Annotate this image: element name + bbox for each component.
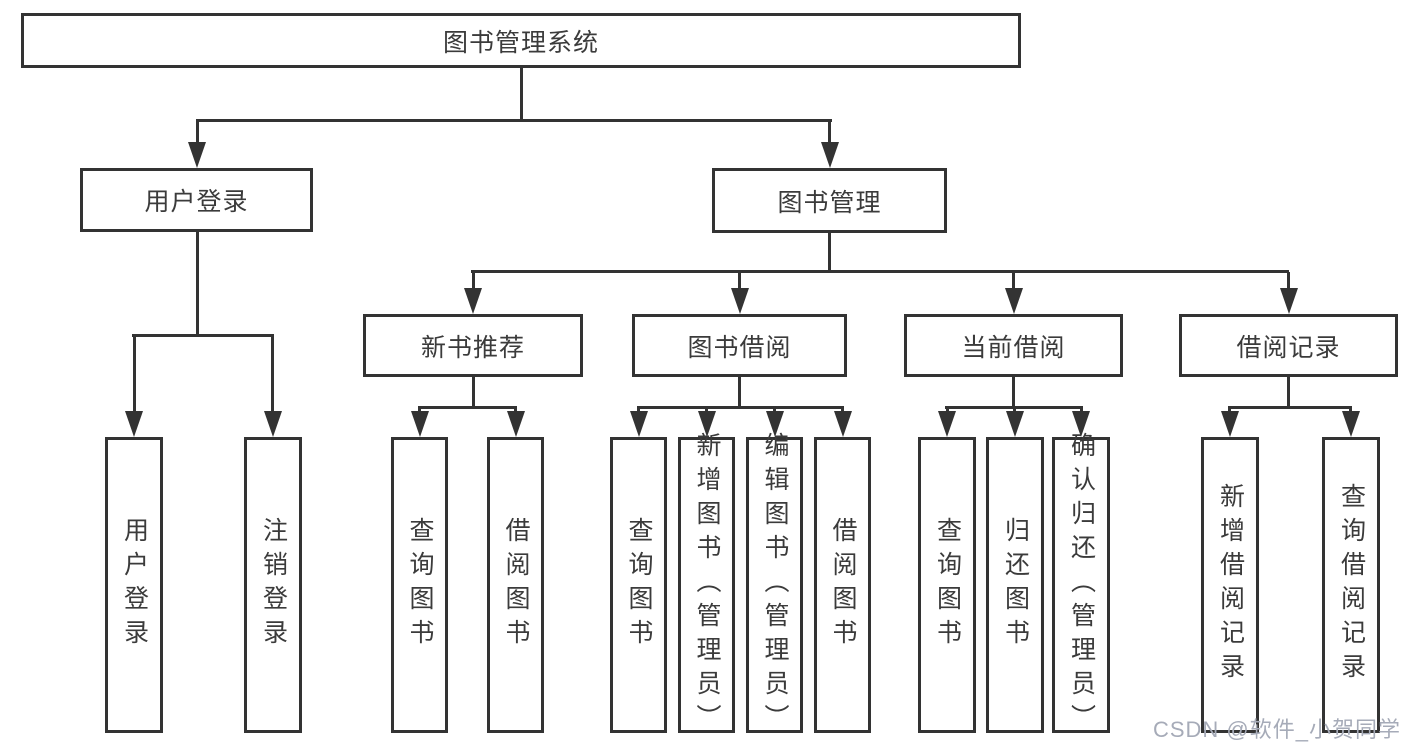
- leaf-label: 查询图书: [625, 517, 653, 653]
- arrow-down-icon: [698, 411, 716, 437]
- leaf-logout: 注销登录: [244, 437, 302, 733]
- leaf-label: 用户登录: [120, 517, 149, 653]
- node-book-borrow: 图书借阅: [632, 314, 847, 377]
- leaf-nbr-query-books: 查询图书: [391, 437, 448, 733]
- arrow-down-icon: [1072, 411, 1090, 437]
- node-user-login: 用户登录: [80, 168, 313, 232]
- node-library-management-system: 图书管理系统: [21, 13, 1021, 68]
- connector-root-drop: [520, 68, 523, 121]
- arrow-down-icon: [464, 288, 482, 314]
- node-new-book-recommend: 新书推荐: [363, 314, 583, 377]
- arrow-down-icon: [821, 142, 839, 168]
- leaf-bb-add-books-admin: 新增图书（管理员）: [678, 432, 735, 738]
- connector-nbr-drop: [472, 377, 475, 408]
- connector-root-hline: [196, 119, 832, 122]
- arrow-down-icon: [411, 411, 429, 437]
- node-current-borrow: 当前借阅: [904, 314, 1123, 377]
- connector-to-leaf-login: [133, 334, 136, 413]
- leaf-label: 查询借阅记录: [1337, 483, 1366, 687]
- csdn-watermark: CSDN @软件_小贺同学: [1152, 717, 1401, 742]
- leaf-nbr-borrow-books: 借阅图书: [487, 437, 544, 733]
- leaf-cb-return-books: 归还图书: [986, 437, 1044, 733]
- node-book-management: 图书管理: [712, 168, 947, 233]
- connector-bb-hline: [637, 406, 844, 409]
- arrow-down-icon: [125, 411, 143, 437]
- arrow-down-icon: [1006, 411, 1024, 437]
- connector-to-current-borrow: [1012, 272, 1015, 290]
- leaf-label: 新增借阅记录: [1216, 483, 1245, 687]
- connector-br-hline: [1228, 406, 1352, 409]
- connector-to-leaf-logout: [271, 334, 274, 413]
- arrow-down-icon: [188, 142, 206, 168]
- leaf-br-query-record: 查询借阅记录: [1322, 437, 1380, 733]
- arrow-down-icon: [731, 288, 749, 314]
- arrow-down-icon: [834, 411, 852, 437]
- arrow-down-icon: [1221, 411, 1239, 437]
- connector-bb-drop: [738, 377, 741, 408]
- arrow-down-icon: [264, 411, 282, 437]
- connector-br-drop: [1287, 377, 1290, 408]
- connector-book-management-drop: [828, 233, 831, 272]
- leaf-bb-edit-books-admin: 编辑图书（管理员）: [746, 432, 803, 738]
- arrow-down-icon: [766, 411, 784, 437]
- leaf-bb-borrow-books: 借阅图书: [814, 437, 871, 733]
- connector-to-book-management: [828, 119, 831, 144]
- leaf-label: 新增图书（管理员）: [693, 432, 721, 738]
- leaf-user-login: 用户登录: [105, 437, 163, 733]
- connector-to-borrow-records: [1287, 272, 1290, 290]
- leaf-label: 确认归还（管理员）: [1067, 432, 1096, 738]
- leaf-label: 编辑图书（管理员）: [761, 432, 789, 738]
- connector-cb-drop: [1012, 377, 1015, 408]
- leaf-cb-confirm-return-admin: 确认归还（管理员）: [1052, 432, 1110, 738]
- connector-book-management-hline: [471, 270, 1289, 273]
- leaf-label: 查询图书: [933, 517, 962, 653]
- connector-to-user-login: [196, 119, 199, 144]
- connector-user-login-hline: [132, 334, 274, 337]
- arrow-down-icon: [938, 411, 956, 437]
- connector-user-login-drop: [196, 232, 199, 337]
- leaf-cb-query-books: 查询图书: [918, 437, 976, 733]
- leaf-label: 注销登录: [259, 517, 288, 653]
- arrow-down-icon: [1280, 288, 1298, 314]
- connector-to-book-borrow: [738, 272, 741, 290]
- arrow-down-icon: [630, 411, 648, 437]
- arrow-down-icon: [507, 411, 525, 437]
- arrow-down-icon: [1342, 411, 1360, 437]
- leaf-label: 借阅图书: [829, 517, 857, 653]
- leaf-br-add-record: 新增借阅记录: [1201, 437, 1259, 733]
- leaf-label: 归还图书: [1001, 517, 1030, 653]
- leaf-label: 查询图书: [406, 517, 434, 653]
- connector-nbr-hline: [418, 406, 517, 409]
- connector-to-new-book-recommend: [472, 272, 475, 290]
- leaf-label: 借阅图书: [502, 517, 530, 653]
- node-borrow-records: 借阅记录: [1179, 314, 1398, 377]
- leaf-bb-query-books: 查询图书: [610, 437, 667, 733]
- arrow-down-icon: [1005, 288, 1023, 314]
